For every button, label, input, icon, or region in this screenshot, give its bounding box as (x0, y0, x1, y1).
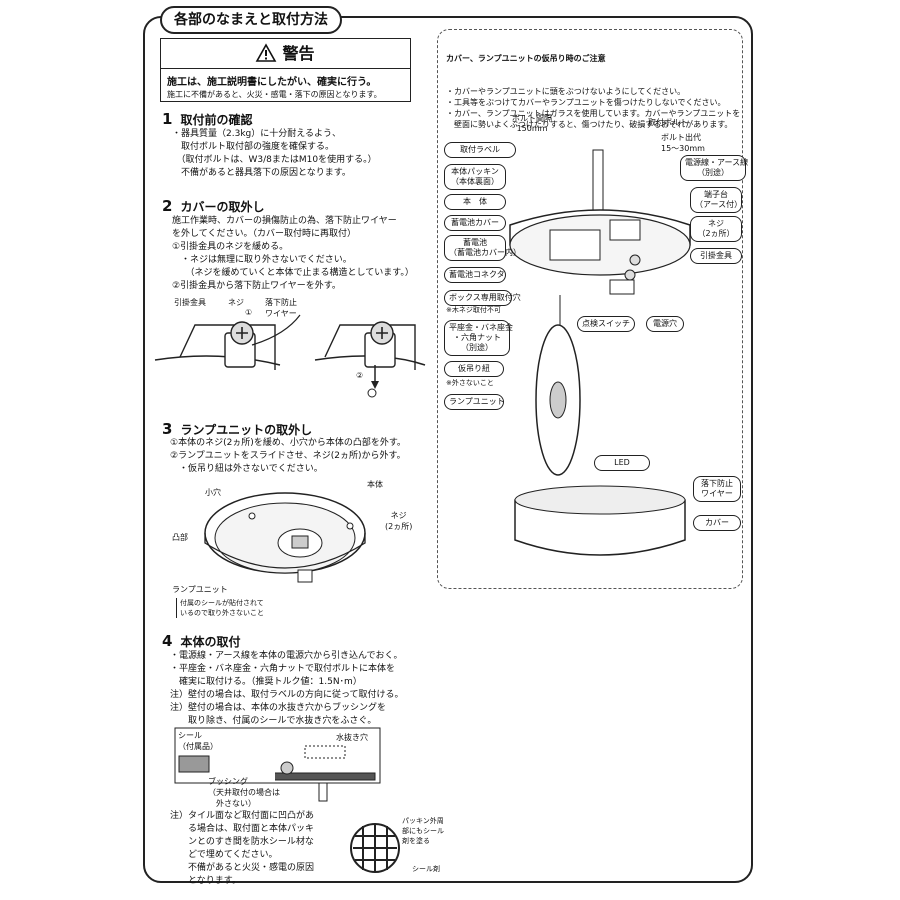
step-3-lamp-label: ランプユニット (172, 585, 228, 594)
warning-box: 警告 施工は、施工説明書にしたがい、確実に行う。 施工に不備があると、火災・感電… (160, 38, 411, 102)
step-3-number: 3 (162, 420, 173, 438)
step-2-hook-label: 引掛金具 (174, 298, 206, 307)
packing-part: 本体パッキン （本体裏面） (444, 164, 506, 190)
warning-triangle-icon (256, 43, 277, 62)
step-1-heading: 1 取付前の確認 (162, 110, 252, 128)
page-title: 各部のなまえと取付方法 (160, 6, 342, 34)
box-hole-note: ※木ネジ取付不可 (446, 306, 501, 314)
step-3-title: ランプユニットの取外し (180, 423, 313, 437)
warning-heading-text: 警告 (282, 44, 315, 63)
cover-part: カバー (693, 515, 741, 531)
label-part: 取付ラベル (444, 142, 516, 158)
power-hole-part: 電源穴 (646, 316, 684, 332)
lamp-unit-illustration (204, 492, 366, 583)
warning-heading: 警告 (161, 39, 410, 69)
step-3-screw-label: ネジ (2ヵ所) (385, 511, 413, 531)
instruction-frame (143, 16, 753, 883)
warning-line-1: 施工は、施工説明書にしたがい、確実に行う。 (167, 77, 377, 88)
step-2-screw-label: ネジ (228, 298, 244, 307)
screw-part: ネジ （2ヵ所） (690, 216, 742, 242)
step-2-heading: 2 カバーの取外し (162, 197, 264, 215)
bolt-pitch-label: ボルト間隔 150mm (512, 114, 552, 133)
hook-bracket-illustration (154, 314, 426, 398)
battery-part: 蓄電池 （蓄電池カバー内） (444, 235, 521, 261)
step-3-seal-note: 付属のシールが貼付されて いるので取り外さないこと (176, 598, 264, 618)
washers-part: 平座金・バネ座金 ・六角ナット （別途） (444, 320, 513, 356)
led-part: LED (594, 455, 650, 471)
battery-cover-part: 蓄電池カバー (444, 215, 506, 231)
step-4-number: 4 (162, 632, 173, 650)
step-4-packing-label: パッキン外周 部にもシール 剤を塗る (402, 817, 444, 845)
battery-connector-part: 蓄電池コネクタ (444, 267, 506, 283)
step-2-body: 施工作業時、カバーの損傷防止の為、落下防止ワイヤー を外してください。（カバー取… (172, 216, 414, 291)
step-2-circle-1: ① (245, 308, 253, 317)
power-wire-part: 電源線・アース線 （別途） (680, 155, 748, 181)
step-4-sealant-label: シール剤 (412, 865, 440, 873)
fixture-exploded-diagram (509, 149, 691, 556)
step-2-number: 2 (162, 197, 173, 215)
hanging-cord-note: ※外さないこと (446, 379, 494, 387)
step-4-body: ・電源線・アース線を本体の電源穴から引き込んでおく。 ・平座金・バネ座金・六角ナ… (170, 651, 404, 726)
step-1-title: 取付前の確認 (180, 113, 253, 127)
hook-part: 引掛金具 (690, 248, 742, 264)
caution-lines: ・カバーやランプユニットに頭をぶつけないようにしてください。 ・工具等をぶつけて… (446, 87, 741, 129)
tile-sealant-illustration (350, 823, 400, 873)
drain-hole-illustration (174, 727, 381, 802)
warning-line-2: 施工に不備があると、火災・感電・落下の原因となります。 (167, 90, 382, 99)
step-4-seal-label: シール （付属品） (178, 731, 218, 751)
parts-diagram-area (437, 29, 743, 589)
caution-note: カバー、ランプユニットの仮吊り時のご注意 ・カバーやランプユニットに頭をぶつけな… (446, 31, 740, 141)
lamp-unit-part: ランプユニット (444, 394, 505, 410)
step-3-boss-label: 凸部 (172, 533, 188, 542)
step-4-title: 本体の取付 (180, 635, 241, 649)
step-4-drain-label: 水抜き穴 (336, 733, 368, 742)
terminal-part: 端子台 （アース付） (690, 187, 742, 213)
box-hole-part: ボックス専用取付穴 (444, 290, 521, 306)
step-3-hole-label: 小穴 (205, 488, 221, 497)
step-2-circle-2: ② (356, 371, 364, 380)
step-2-title: カバーの取外し (180, 200, 265, 214)
step-2-wire-label: 落下防止 ワイヤー (265, 298, 297, 318)
step-4-heading: 4 本体の取付 (162, 632, 240, 650)
step-1-body: ・器具質量（2.3kg）に十分耐えるよう、 取付ボルト取付部の強度を確保する。 … (172, 129, 377, 178)
wire-part: 落下防止 ワイヤー (693, 476, 741, 502)
caution-title: カバー、ランプユニットの仮吊り時のご注意 (446, 54, 606, 63)
step-3-heading: 3 ランプユニットの取外し (162, 420, 312, 438)
bolt-label: 取付ボルト (648, 118, 688, 127)
body-part: 本 体 (444, 194, 506, 210)
test-switch-part: 点検スイッチ (577, 316, 635, 332)
step-3-body-label: 本体 (367, 480, 383, 489)
step-4-note-2: 注）タイル面など取付面に凹凸があ る場合は、取付面と本体パッキ ンとのすき間を防… (170, 811, 315, 886)
step-1-number: 1 (162, 110, 173, 128)
step-3-body: ①本体のネジ(2ヵ所)を緩め、小穴から本体の凸部を外す。 ②ランプユニットをスラ… (170, 438, 406, 474)
bolt-out-label: ボルト出代 15～30mm (661, 133, 705, 153)
hanging-cord-part: 仮吊り紐 (444, 361, 504, 377)
step-4-bushing-label: ブッシング （天井取付の場合は 外さない） (208, 777, 280, 808)
